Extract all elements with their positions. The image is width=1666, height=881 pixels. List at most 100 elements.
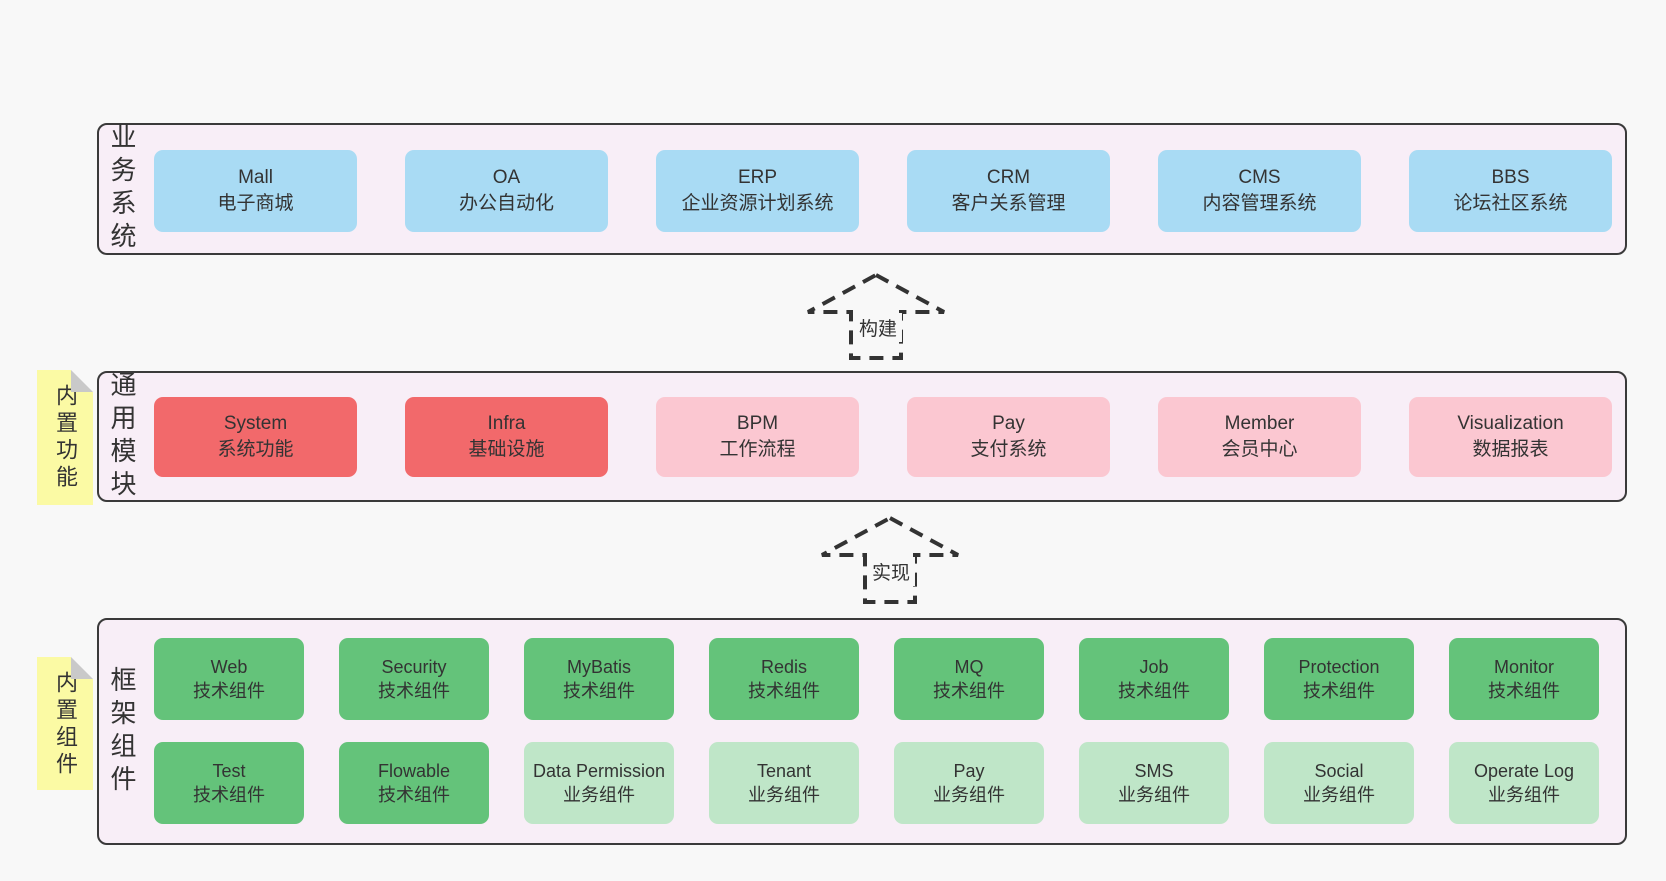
box-title: Visualization: [1457, 413, 1564, 434]
box-tenant: Tenant 业务组件: [709, 742, 859, 824]
box-monitor: Monitor 技术组件: [1449, 638, 1599, 720]
box-title: Test: [212, 761, 246, 781]
box-mq: MQ 技术组件: [894, 638, 1044, 720]
box-subtitle: 技术组件: [193, 681, 265, 701]
box-title: Redis: [760, 657, 808, 677]
implement-arrow: [820, 511, 960, 611]
layer-business-systems: 业务系统 Mall 电子商城 OA 办公自动化 ERP 企业资源计划系统 CRM 客户关系管理…: [97, 123, 1627, 255]
box-oa: OA 办公自动化: [405, 150, 608, 232]
box-subtitle: 技术组件: [378, 785, 450, 805]
dashed-up-arrow-icon: [821, 515, 959, 604]
box-pay: Pay 业务组件: [894, 742, 1044, 824]
box-protection: Protection 技术组件: [1264, 638, 1414, 720]
layer-modules-label: 通用模块: [107, 370, 137, 503]
box-title: SMS: [1134, 761, 1174, 781]
box-subtitle: 企业资源计划系统: [681, 193, 834, 214]
business-row: Mall 电子商城 OA 办公自动化 ERP 企业资源计划系统 CRM 客户关系管理 CMS 内容…: [154, 150, 1612, 232]
layer-components-label: 框架组件: [107, 665, 137, 798]
box-data-permission: Data Permission 业务组件: [524, 742, 674, 824]
box-subtitle: 客户关系管理: [951, 193, 1066, 214]
box-subtitle: 内容管理系统: [1202, 193, 1317, 214]
box-subtitle: 电子商城: [217, 193, 294, 214]
box-mybatis: MyBatis 技术组件: [524, 638, 674, 720]
box-title: Pay: [953, 761, 985, 781]
box-web: Web 技术组件: [154, 638, 304, 720]
build-arrow: [806, 268, 946, 368]
builtin-features-note: 内置功能: [37, 370, 93, 505]
box-subtitle: 业务组件: [1118, 785, 1190, 805]
box-title: BBS: [1491, 167, 1530, 188]
box-subtitle: 论坛社区系统: [1453, 193, 1568, 214]
box-title: Social: [1314, 761, 1364, 781]
box-subtitle: 业务组件: [748, 785, 820, 805]
box-subtitle: 工作流程: [719, 439, 796, 460]
build-arrow-label: 构建: [853, 313, 903, 342]
box-title: Job: [1139, 657, 1169, 677]
box-title: Security: [381, 657, 447, 677]
box-subtitle: 技术组件: [748, 681, 820, 701]
box-title: Data Permission: [532, 761, 666, 781]
box-job: Job 技术组件: [1079, 638, 1229, 720]
box-title: Mall: [238, 167, 273, 188]
box-subtitle: 业务组件: [933, 785, 1005, 805]
box-flowable: Flowable 技术组件: [339, 742, 489, 824]
box-subtitle: 技术组件: [933, 681, 1005, 701]
box-title: Protection: [1298, 657, 1380, 677]
box-subtitle: 业务组件: [563, 785, 635, 805]
box-title: System: [223, 413, 288, 434]
box-test: Test 技术组件: [154, 742, 304, 824]
builtin-components-note-label: 内置组件: [53, 671, 78, 779]
box-subtitle: 技术组件: [1488, 681, 1560, 701]
box-title: Operate Log: [1473, 761, 1575, 781]
box-bpm: BPM 工作流程: [656, 397, 859, 477]
box-title: OA: [492, 167, 521, 188]
box-subtitle: 技术组件: [193, 785, 265, 805]
box-title: Infra: [487, 413, 526, 434]
box-subtitle: 支付系统: [970, 439, 1047, 460]
box-mall: Mall 电子商城: [154, 150, 357, 232]
box-title: MQ: [954, 657, 984, 677]
box-subtitle: 技术组件: [1118, 681, 1190, 701]
box-title: BPM: [736, 413, 779, 434]
box-title: CMS: [1238, 167, 1281, 188]
box-subtitle: 数据报表: [1472, 439, 1549, 460]
box-title: MyBatis: [566, 657, 631, 677]
builtin-features-note-label: 内置功能: [53, 384, 78, 492]
builtin-components-note: 内置组件: [37, 657, 93, 790]
box-title: Tenant: [756, 761, 812, 781]
box-subtitle: 技术组件: [563, 681, 635, 701]
box-cms: CMS 内容管理系统: [1158, 150, 1361, 232]
box-redis: Redis 技术组件: [709, 638, 859, 720]
box-bbs: BBS 论坛社区系统: [1409, 150, 1612, 232]
box-subtitle: 会员中心: [1221, 439, 1298, 460]
box-title: Web: [210, 657, 248, 677]
layer-business-label: 业务系统: [107, 123, 137, 255]
box-title: CRM: [986, 167, 1031, 188]
box-subtitle: 技术组件: [1303, 681, 1375, 701]
implement-arrow-label: 实现: [866, 557, 916, 586]
box-erp: ERP 企业资源计划系统: [656, 150, 859, 232]
box-title: Pay: [992, 413, 1025, 434]
box-title: ERP: [737, 167, 778, 188]
box-subtitle: 系统功能: [217, 439, 294, 460]
dashed-up-arrow-icon: [807, 272, 945, 360]
box-subtitle: 办公自动化: [458, 193, 554, 214]
box-visualization: Visualization 数据报表: [1409, 397, 1612, 477]
box-sms: SMS 业务组件: [1079, 742, 1229, 824]
box-title: Flowable: [377, 761, 451, 781]
box-member: Member 会员中心: [1158, 397, 1361, 477]
box-title: Monitor: [1493, 657, 1555, 677]
box-system: System 系统功能: [154, 397, 357, 477]
box-crm: CRM 客户关系管理: [907, 150, 1110, 232]
box-title: Member: [1224, 413, 1295, 434]
box-pay: Pay 支付系统: [907, 397, 1110, 477]
